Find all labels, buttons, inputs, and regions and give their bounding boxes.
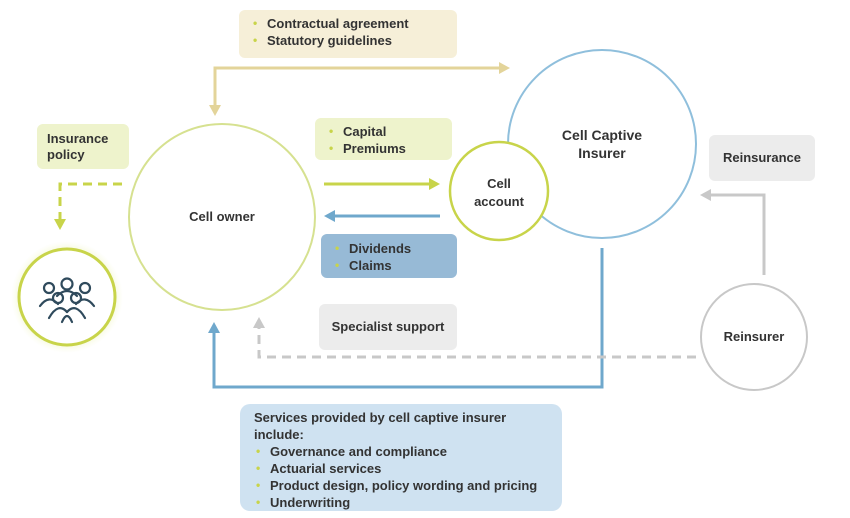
capital-arrow (324, 178, 440, 190)
dividends-box: Dividends Claims (321, 234, 457, 278)
agreement-connector (209, 62, 510, 116)
capital-item: Capital (327, 123, 442, 140)
agreement-box: Contractual agreement Statutory guidelin… (239, 10, 457, 58)
services-item: Product design, policy wording and prici… (254, 477, 552, 494)
insurance-policy-connector (54, 182, 122, 230)
cell-owner-label: Cell owner (189, 209, 255, 224)
people-group-icon (11, 241, 123, 353)
services-title-line1: Services provided by cell captive insure… (254, 410, 507, 425)
cell-account-line1: Cell (487, 176, 511, 191)
dividends-arrow (324, 210, 440, 222)
dividends-item: Claims (333, 257, 447, 274)
dividends-item: Dividends (333, 240, 447, 257)
insurance-policy-line2: policy (47, 147, 85, 162)
cell-owner-circle (128, 123, 316, 311)
cell-account-label: Cell account (454, 175, 544, 211)
services-item: Governance and compliance (254, 443, 552, 460)
services-connector (208, 248, 604, 389)
agreement-item: Statutory guidelines (251, 32, 447, 49)
capital-item: Premiums (327, 140, 442, 157)
services-item: Actuarial services (254, 460, 552, 477)
services-title-line2: include: (254, 426, 304, 442)
insurer-line2: Insurer (578, 145, 626, 161)
insurance-policy-line1: Insurance (47, 131, 109, 146)
agreement-item: Contractual agreement (251, 15, 447, 32)
services-item: Underwriting (254, 494, 552, 511)
specialist-support-connector (253, 317, 696, 359)
cell-account-line2: account (474, 194, 524, 209)
insurer-line1: Cell Captive (561, 127, 643, 143)
insurance-policy-box: Insurance policy (37, 124, 129, 169)
specialist-support-box: Specialist support (319, 304, 457, 350)
insurer-label: Cell Captive Insurer (540, 126, 664, 162)
cell-account-circle (448, 140, 550, 242)
reinsurer-circle (700, 283, 808, 391)
reinsurance-box: Reinsurance (709, 135, 815, 181)
reinsurer-label: Reinsurer (723, 329, 785, 344)
capital-box: Capital Premiums (315, 118, 452, 160)
reinsurance-connector (700, 189, 766, 275)
services-box: Services provided by cell captive insure… (240, 404, 562, 511)
